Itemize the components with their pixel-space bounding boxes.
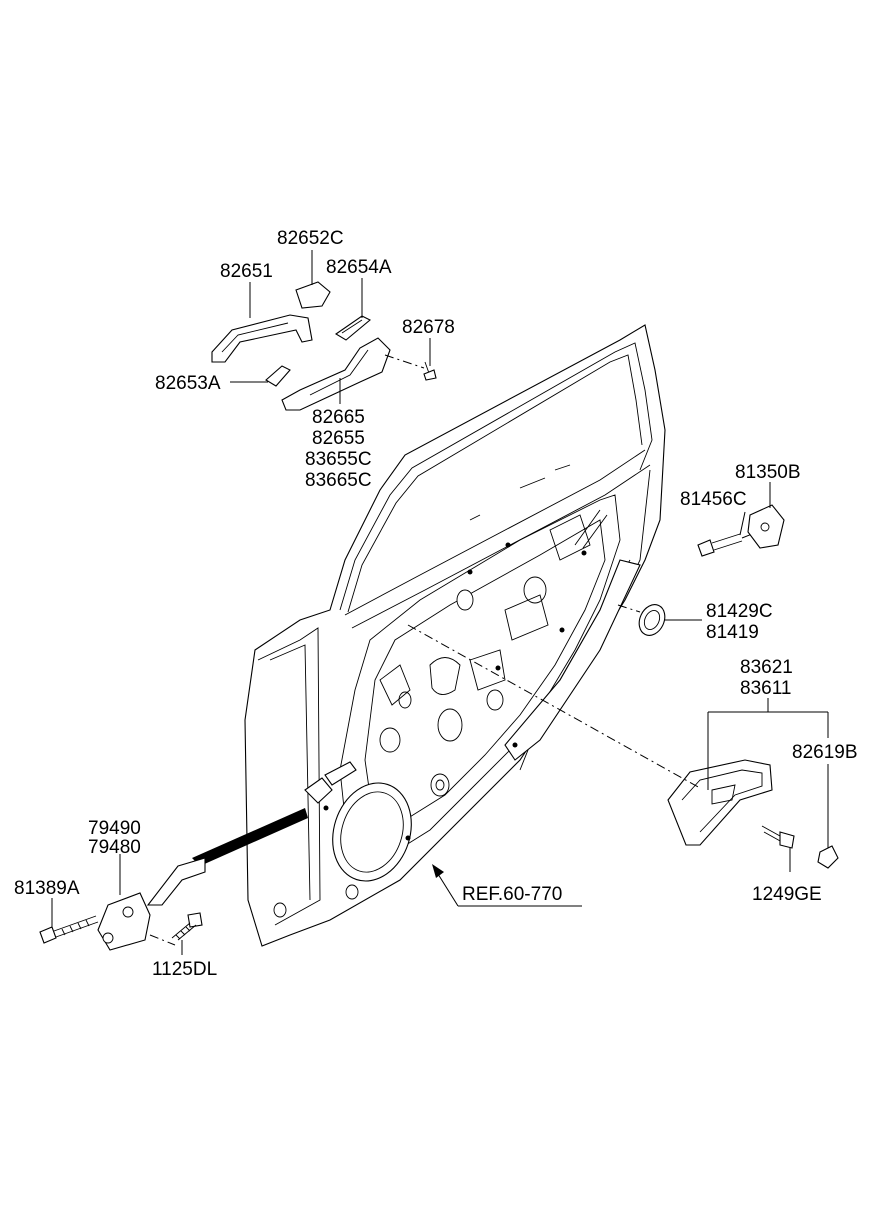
label-81429c: 81429C <box>706 601 773 622</box>
label-ref-60-770: REF.60-770 <box>462 884 562 905</box>
label-79480: 79480 <box>88 837 141 858</box>
striker <box>697 504 785 557</box>
label-82665: 82665 <box>312 407 365 428</box>
label-81389a: 81389A <box>14 878 80 899</box>
bolt-1125dl <box>171 912 203 941</box>
label-1249ge: 1249GE <box>752 884 822 905</box>
outside-handle <box>211 281 437 411</box>
ref-line-grommet <box>617 604 641 613</box>
grommet <box>638 604 666 636</box>
label-81419: 81419 <box>706 622 759 643</box>
part-labels: 82652C 82651 82654A 82678 82653A 82665 8… <box>14 228 858 980</box>
label-79490: 79490 <box>88 818 141 839</box>
label-82655: 82655 <box>312 428 365 449</box>
leader-lines <box>51 250 829 955</box>
door-shell <box>244 324 666 947</box>
label-81456c: 81456C <box>680 489 747 510</box>
label-82652c: 82652C <box>277 228 344 249</box>
label-1125dl: 1125DL <box>152 959 217 980</box>
label-82654a: 82654A <box>326 257 392 278</box>
label-83621: 83621 <box>740 657 793 678</box>
inside-handle <box>667 759 839 869</box>
bolt-81389a <box>39 915 99 944</box>
label-81350b: 81350B <box>735 462 801 483</box>
door-checker <box>97 761 357 951</box>
label-83611: 83611 <box>740 678 791 699</box>
label-82653a: 82653A <box>155 373 221 394</box>
label-82651: 82651 <box>220 261 273 282</box>
label-82678: 82678 <box>402 317 455 338</box>
label-83665c: 83665C <box>305 470 372 491</box>
label-83655c: 83655C <box>305 449 372 470</box>
label-82619b: 82619B <box>792 742 858 763</box>
